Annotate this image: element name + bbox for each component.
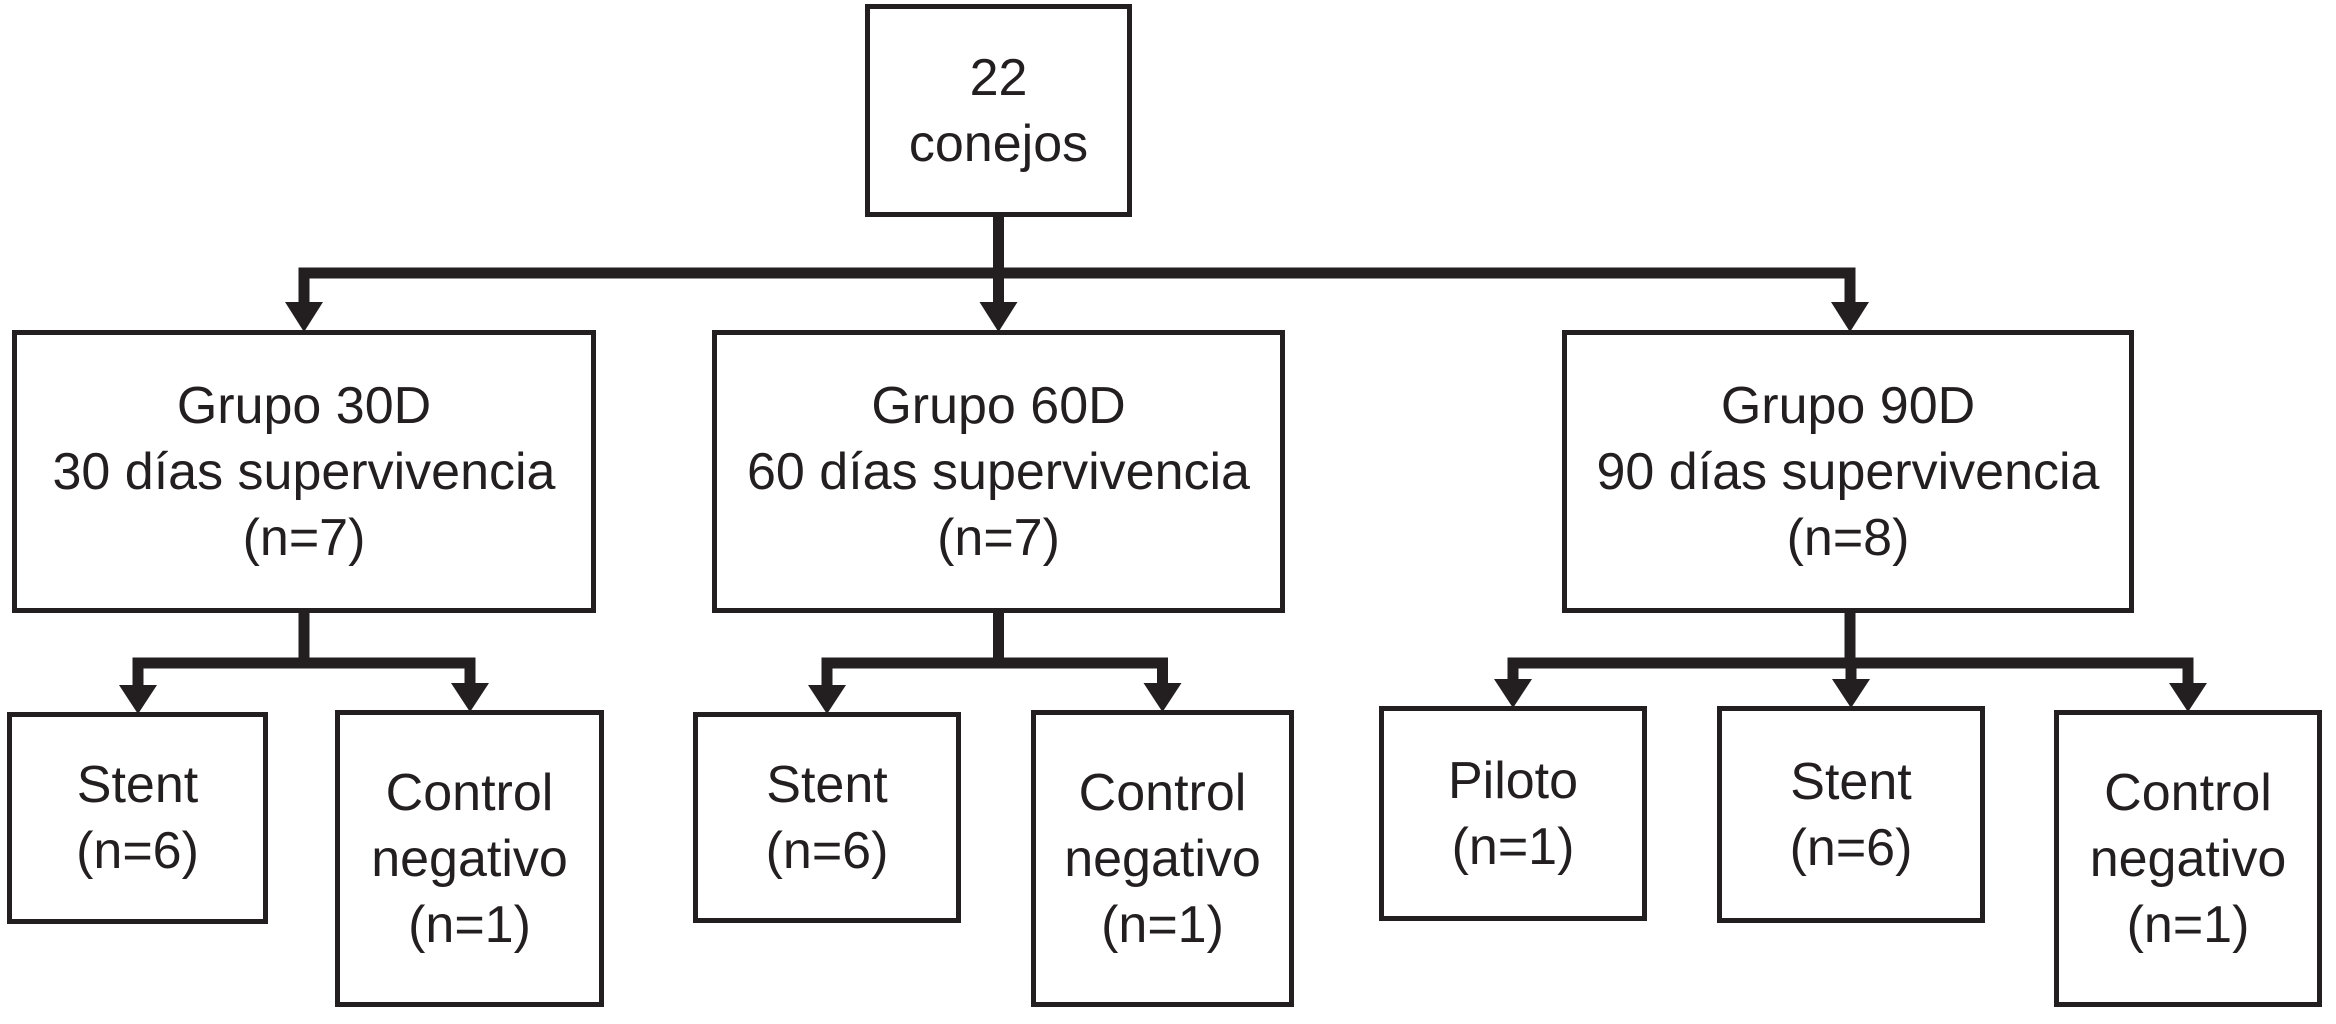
leaf-label: Stent [1790, 752, 1912, 811]
group-count: (n=8) [1786, 508, 1910, 567]
group-title: Grupo 30D [176, 376, 432, 435]
leaf-count: (n=6) [76, 822, 199, 880]
group-subtitle: 90 días supervivencia [1596, 442, 2100, 501]
leaf-label: Control [2104, 763, 2272, 822]
leaf-label: Stent [76, 756, 199, 814]
node-group-90d: Grupo 90D 90 días supervivencia (n=8) [1562, 330, 2134, 613]
root-label: conejos [908, 114, 1089, 173]
group-title: Grupo 90D [1720, 376, 1976, 435]
leaf-label: negativo [2089, 829, 2287, 888]
leaf-label: Control [1078, 763, 1247, 822]
node-control-30d: Control negativo (n=1) [335, 710, 604, 1007]
leaf-label: negativo [1064, 829, 1261, 888]
root-count: 22 [969, 48, 1028, 107]
node-piloto-90d: Piloto (n=1) [1379, 706, 1647, 921]
arrow-down-icon [2169, 683, 2207, 712]
group-subtitle: 30 días supervivencia [52, 442, 556, 501]
arrow-down-icon [1832, 679, 1870, 708]
node-group-30d: Grupo 30D 30 días supervivencia (n=7) [12, 330, 596, 613]
leaf-count: (n=1) [1101, 895, 1224, 954]
arrow-down-icon [979, 302, 1018, 332]
leaf-label: Piloto [1447, 751, 1579, 810]
leaf-count: (n=1) [408, 895, 531, 954]
leaf-count: (n=1) [1451, 817, 1575, 876]
node-root: 22 conejos [865, 4, 1132, 217]
leaf-count: (n=1) [2126, 895, 2250, 954]
leaf-label: Stent [766, 755, 888, 814]
arrow-down-icon [451, 683, 489, 712]
node-stent-90d: Stent (n=6) [1717, 706, 1985, 923]
group-title: Grupo 60D [871, 376, 1126, 435]
leaf-label: negativo [371, 829, 568, 888]
connector-60d-children [808, 611, 1182, 714]
node-control-90d: Control negativo (n=1) [2054, 710, 2322, 1007]
group-count: (n=7) [242, 508, 366, 567]
arrow-down-icon [1831, 302, 1869, 332]
connector-90d-children [1494, 611, 2207, 712]
connector-root-to-groups [285, 214, 1869, 332]
group-count: (n=7) [937, 508, 1060, 567]
node-group-60d: Grupo 60D 60 días supervivencia (n=7) [712, 330, 1285, 613]
arrow-down-icon [808, 685, 846, 714]
node-stent-60d: Stent (n=6) [693, 712, 961, 923]
arrow-down-icon [119, 685, 157, 714]
group-subtitle: 60 días supervivencia [747, 442, 1250, 501]
leaf-count: (n=6) [1789, 818, 1913, 877]
leaf-label: Control [385, 763, 554, 822]
node-control-60d: Control negativo (n=1) [1031, 710, 1294, 1007]
arrow-down-icon [1494, 679, 1532, 708]
node-stent-30d: Stent (n=6) [7, 712, 268, 924]
arrow-down-icon [285, 302, 323, 332]
arrow-down-icon [1143, 683, 1182, 712]
connector-30d-children [119, 611, 489, 714]
leaf-count: (n=6) [765, 821, 889, 880]
